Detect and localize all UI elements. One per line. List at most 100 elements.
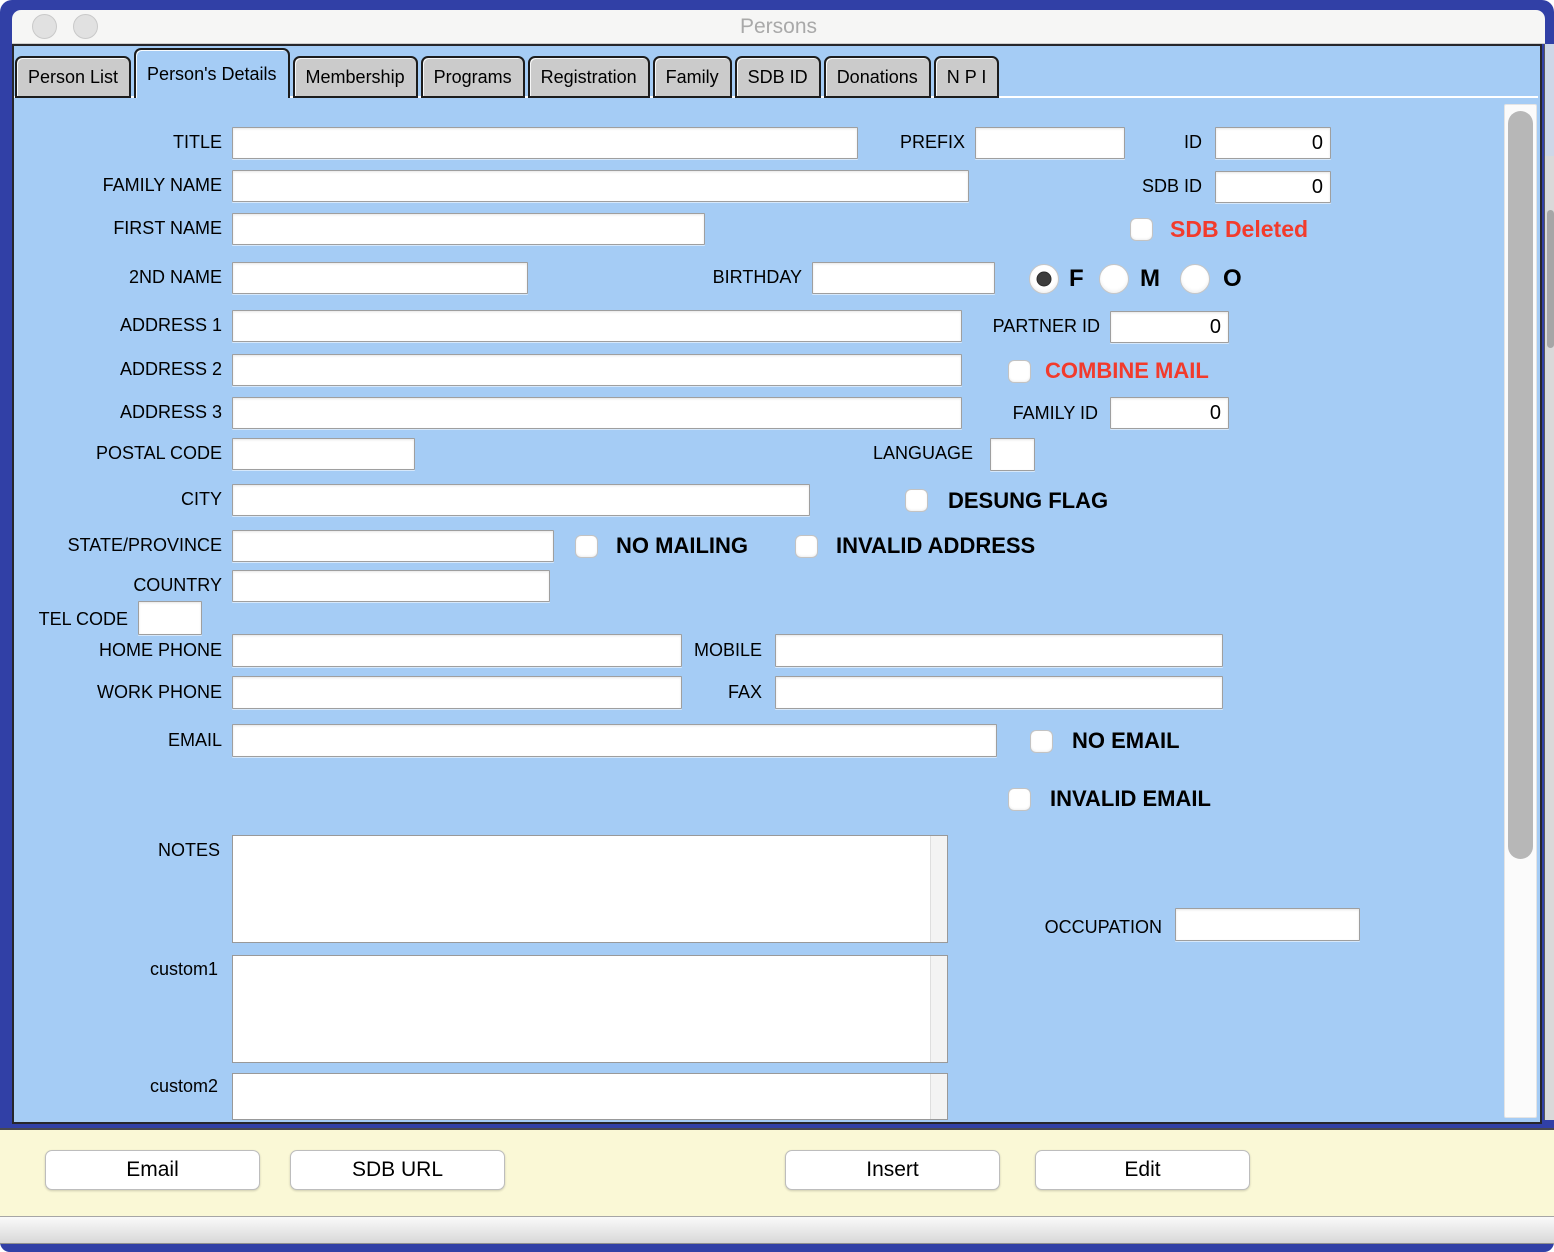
no-mailing-checkbox[interactable] [575, 535, 598, 558]
gender-label-f: F [1069, 265, 1084, 292]
prefix-label: PREFIX [899, 132, 965, 152]
tab-bar: Person List Person's Details Membership … [15, 44, 1002, 98]
first-name-input[interactable] [232, 213, 705, 245]
address1-input[interactable] [232, 310, 962, 342]
postal-code-input[interactable] [232, 438, 415, 470]
mobile-input[interactable] [775, 634, 1223, 667]
country-label: COUNTRY [133, 575, 222, 595]
notes-textarea[interactable] [233, 836, 947, 942]
custom1-field [232, 955, 948, 1063]
tel-code-input[interactable] [138, 601, 202, 635]
invalid-address-checkbox[interactable] [795, 535, 818, 558]
tab-donations[interactable]: Donations [823, 56, 931, 98]
window-title: Persons [739, 15, 818, 38]
address2-label: ADDRESS 2 [119, 359, 222, 379]
panel-scrollbar[interactable] [1504, 104, 1537, 1118]
gender-radio-o[interactable] [1180, 264, 1210, 294]
sdb-deleted-checkbox[interactable] [1130, 218, 1153, 241]
panel-scrollbar-thumb[interactable] [1508, 111, 1533, 859]
title-label: TITLE [172, 132, 222, 152]
invalid-email-label: INVALID EMAIL [1050, 786, 1211, 811]
home-phone-label: HOME PHONE [98, 640, 222, 660]
custom2-textarea[interactable] [233, 1074, 947, 1119]
invalid-email-checkbox[interactable] [1008, 788, 1031, 811]
work-phone-input[interactable] [232, 676, 682, 709]
address2-input[interactable] [232, 354, 962, 386]
status-bar [0, 1216, 1554, 1244]
address1-label: ADDRESS 1 [119, 315, 222, 335]
tab-persons-details[interactable]: Person's Details [134, 48, 290, 98]
fax-label: FAX [727, 682, 762, 702]
country-input[interactable] [232, 570, 550, 602]
tab-programs[interactable]: Programs [420, 56, 525, 98]
family-id-label: FAMILY ID [1012, 403, 1098, 423]
fax-input[interactable] [775, 676, 1223, 709]
email-button[interactable]: Email [45, 1150, 260, 1190]
language-input[interactable] [990, 438, 1035, 471]
gender-radio-m[interactable] [1099, 264, 1129, 294]
state-province-input[interactable] [232, 530, 554, 562]
no-email-label: NO EMAIL [1072, 728, 1180, 753]
birthday-input[interactable] [812, 262, 995, 294]
tab-registration[interactable]: Registration [527, 56, 650, 98]
edit-button[interactable]: Edit [1035, 1150, 1250, 1190]
email-label: EMAIL [167, 730, 222, 750]
postal-code-label: POSTAL CODE [95, 443, 222, 463]
email-input[interactable] [232, 724, 997, 757]
id-input[interactable] [1215, 127, 1331, 159]
partner-id-input[interactable] [1110, 311, 1229, 343]
custom2-scrollbar[interactable] [930, 1074, 947, 1119]
occupation-label: OCCUPATION [1044, 917, 1162, 937]
address3-label: ADDRESS 3 [119, 402, 222, 422]
notes-label: NOTES [157, 840, 220, 860]
gender-label-o: O [1223, 265, 1242, 292]
close-button[interactable] [32, 14, 57, 39]
home-phone-input[interactable] [232, 634, 682, 667]
tel-code-label: TEL CODE [38, 609, 128, 629]
tab-sdb-id[interactable]: SDB ID [734, 56, 821, 98]
tab-npi[interactable]: N P I [933, 56, 1000, 98]
second-name-input[interactable] [232, 262, 528, 294]
tab-family[interactable]: Family [652, 56, 732, 98]
second-name-label: 2ND NAME [128, 267, 222, 287]
family-name-label: FAMILY NAME [102, 175, 222, 195]
family-id-input[interactable] [1110, 397, 1229, 429]
first-name-label: FIRST NAME [113, 218, 222, 238]
sdb-url-button[interactable]: SDB URL [290, 1150, 505, 1190]
tab-person-list[interactable]: Person List [15, 56, 132, 98]
clipped-right-edge [1544, 44, 1554, 156]
sdb-id-input[interactable] [1215, 171, 1331, 203]
notes-field [232, 835, 948, 943]
no-email-checkbox[interactable] [1030, 730, 1053, 753]
address3-input[interactable] [232, 397, 962, 429]
title-input[interactable] [232, 127, 858, 159]
language-label: LANGUAGE [872, 443, 973, 463]
sdb-id-label: SDB ID [1141, 176, 1202, 196]
action-bar: Email SDB URL Insert Edit [0, 1128, 1554, 1216]
prefix-input[interactable] [975, 127, 1125, 159]
family-name-input[interactable] [232, 170, 969, 202]
clipped-right-scrollbar [1544, 156, 1554, 1120]
occupation-input[interactable] [1175, 908, 1360, 941]
id-label: ID [1184, 132, 1202, 152]
insert-button[interactable]: Insert [785, 1150, 1000, 1190]
gender-label-m: M [1140, 265, 1160, 292]
custom1-textarea[interactable] [233, 956, 947, 1062]
custom1-scrollbar[interactable] [930, 956, 947, 1062]
sdb-deleted-label: SDB Deleted [1170, 216, 1309, 242]
combine-mail-label: COMBINE MAIL [1045, 358, 1209, 383]
minimize-button[interactable] [73, 14, 98, 39]
custom2-label: custom2 [149, 1076, 218, 1096]
desung-flag-checkbox[interactable] [905, 489, 928, 512]
mobile-label: MOBILE [693, 640, 762, 660]
birthday-label: BIRTHDAY [712, 267, 802, 287]
work-phone-label: WORK PHONE [96, 682, 222, 702]
titlebar: Persons [12, 10, 1545, 44]
tab-membership[interactable]: Membership [292, 56, 418, 98]
combine-mail-checkbox[interactable] [1008, 360, 1031, 383]
notes-scrollbar[interactable] [930, 836, 947, 942]
city-input[interactable] [232, 484, 810, 516]
desung-flag-label: DESUNG FLAG [948, 488, 1109, 513]
gender-radio-f[interactable] [1029, 264, 1059, 294]
